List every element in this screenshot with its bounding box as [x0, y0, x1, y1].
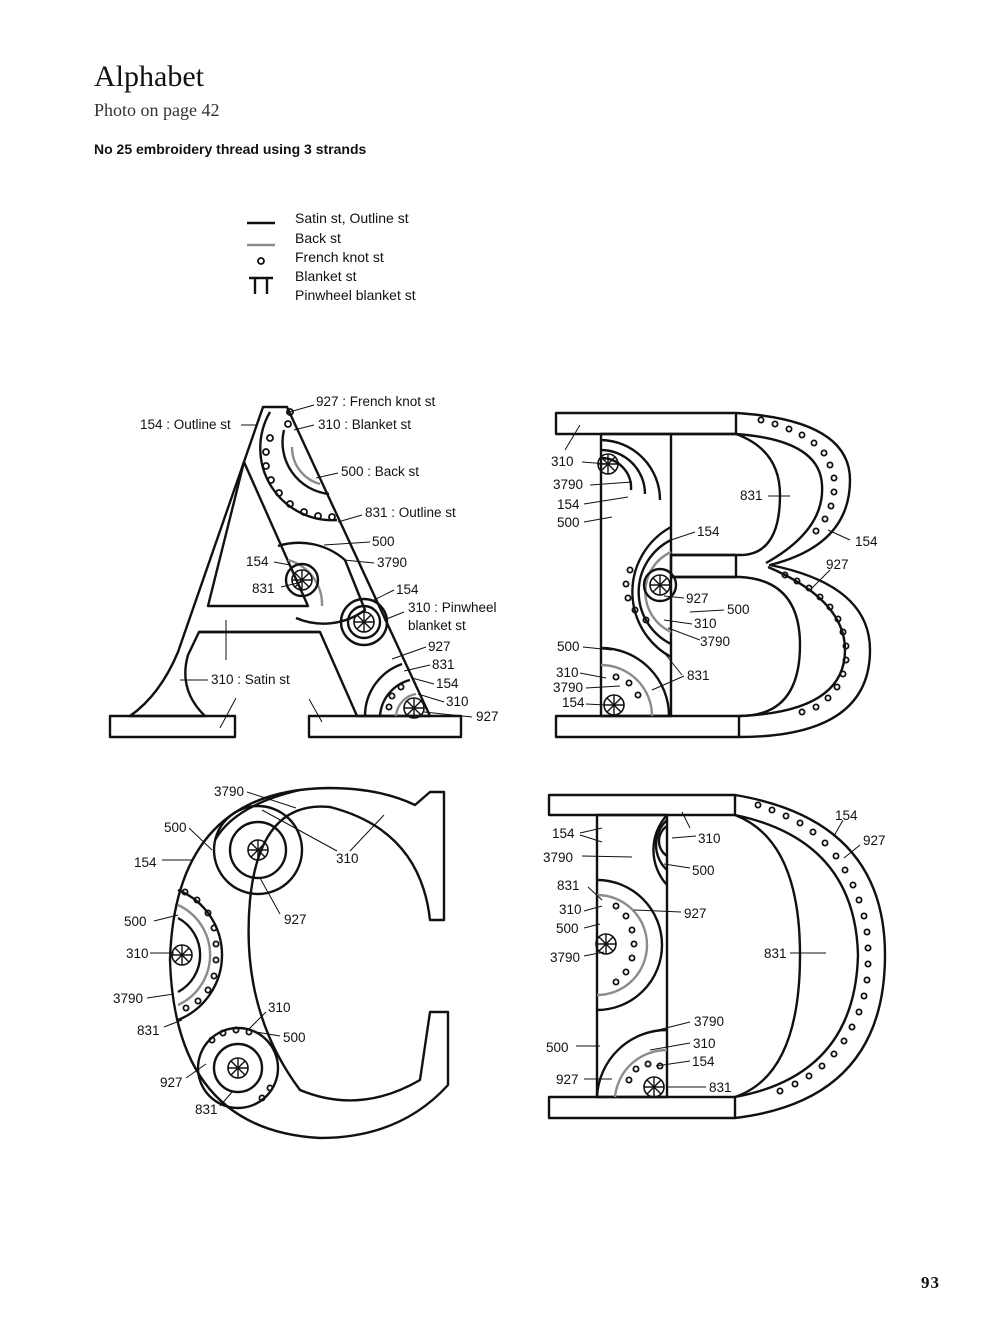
- label: blanket st: [408, 618, 466, 633]
- legend-label: Blanket st: [295, 268, 357, 284]
- label: 3790: [214, 784, 244, 799]
- solid-line-icon: [247, 221, 275, 225]
- label: 831: [709, 1080, 732, 1095]
- label: 154: [562, 695, 585, 710]
- label: 154: [396, 582, 419, 597]
- label: 831: [557, 878, 580, 893]
- label: 831: [764, 946, 787, 961]
- label: 500: [164, 820, 187, 835]
- label: 3790: [543, 850, 573, 865]
- page-title: Alphabet: [94, 60, 204, 93]
- label: 154: [557, 497, 580, 512]
- label: 310: [698, 831, 721, 846]
- label: 927: [826, 557, 849, 572]
- label: 500: [556, 921, 579, 936]
- label: 310: [446, 694, 469, 709]
- label: 310: [694, 616, 717, 631]
- labels-b: 310 3790 154 500 831 154 154 927 927 500…: [551, 454, 878, 710]
- label: 310 : Blanket st: [318, 417, 411, 432]
- leader-lines: [146, 404, 861, 1107]
- label: 927 : French knot st: [316, 394, 436, 409]
- page-number: 93: [921, 1273, 940, 1292]
- legend-item-french-knot: French knot st: [244, 249, 544, 268]
- labels-a: 927 : French knot st 154 : Outline st 31…: [140, 394, 499, 724]
- label: 310 : Pinwheel: [408, 600, 497, 615]
- label: 310: [551, 454, 574, 469]
- label: 500: [283, 1030, 306, 1045]
- label: 831: [252, 581, 275, 596]
- label: 500: [727, 602, 750, 617]
- legend-label: Back st: [295, 230, 341, 246]
- label: 310: [126, 946, 149, 961]
- label: 310: [559, 902, 582, 917]
- label: 154: [246, 554, 269, 569]
- label: 927: [476, 709, 499, 724]
- label: 154: [835, 808, 858, 823]
- labels-d: 154 927 154 310 3790 500 831 310 927 500…: [543, 808, 886, 1095]
- label: 500: [124, 914, 147, 929]
- gray-line-icon: [247, 243, 275, 247]
- label: 3790: [694, 1014, 724, 1029]
- label: 927: [556, 1072, 579, 1087]
- label: 310: [336, 851, 359, 866]
- label: 3790: [377, 555, 407, 570]
- label: 831: [195, 1102, 218, 1117]
- label: 154: [552, 826, 575, 841]
- legend-item-back: Back st: [244, 230, 544, 249]
- legend-item-blanket: Blanket st: [244, 268, 544, 294]
- blanket-stitch-icon: [249, 276, 273, 294]
- label: 500: [692, 863, 715, 878]
- knot-circle-icon: [257, 257, 265, 265]
- legend-item-pinwheel: Pinwheel blanket st: [244, 287, 544, 306]
- label: 310: [268, 1000, 291, 1015]
- label: 154: [134, 855, 157, 870]
- thread-note: No 25 embroidery thread using 3 strands: [94, 141, 367, 157]
- legend-item-satin: Satin st, Outline st: [244, 210, 544, 229]
- label: 831: [740, 488, 763, 503]
- label: 154: [692, 1054, 715, 1069]
- label: 927: [160, 1075, 183, 1090]
- label: 154: [436, 676, 459, 691]
- letter-b: [554, 411, 872, 739]
- label: 310: [693, 1036, 716, 1051]
- label: 831: [432, 657, 455, 672]
- label: 310 : Satin st: [211, 672, 290, 687]
- legend-label: French knot st: [295, 249, 384, 265]
- label: 500 : Back st: [341, 464, 419, 479]
- label: 154: [697, 524, 720, 539]
- label: 3790: [113, 991, 143, 1006]
- legend-label: Satin st, Outline st: [295, 210, 409, 226]
- label: 500: [372, 534, 395, 549]
- label: 927: [686, 591, 709, 606]
- label: 310: [556, 665, 579, 680]
- label: 3790: [550, 950, 580, 965]
- label: 3790: [553, 477, 583, 492]
- legend-label: Pinwheel blanket st: [295, 287, 416, 303]
- label: 831: [137, 1023, 160, 1038]
- letter-c: [168, 786, 450, 1140]
- label: 3790: [553, 680, 583, 695]
- label: 831 : Outline st: [365, 505, 456, 520]
- label: 927: [284, 912, 307, 927]
- label: 927: [684, 906, 707, 921]
- labels-c: 3790 500 310 154 927 500 310 3790 310 83…: [113, 784, 359, 1117]
- label: 927: [428, 639, 451, 654]
- label: 154: [855, 534, 878, 549]
- letter-a: [108, 405, 463, 739]
- label: 3790: [700, 634, 730, 649]
- label: 831: [687, 668, 710, 683]
- label: 154 : Outline st: [140, 417, 231, 432]
- label: 500: [546, 1040, 569, 1055]
- photo-reference: Photo on page 42: [94, 100, 220, 120]
- label: 500: [557, 639, 580, 654]
- label: 927: [863, 833, 886, 848]
- label: 500: [557, 515, 580, 530]
- letter-d: [547, 793, 887, 1120]
